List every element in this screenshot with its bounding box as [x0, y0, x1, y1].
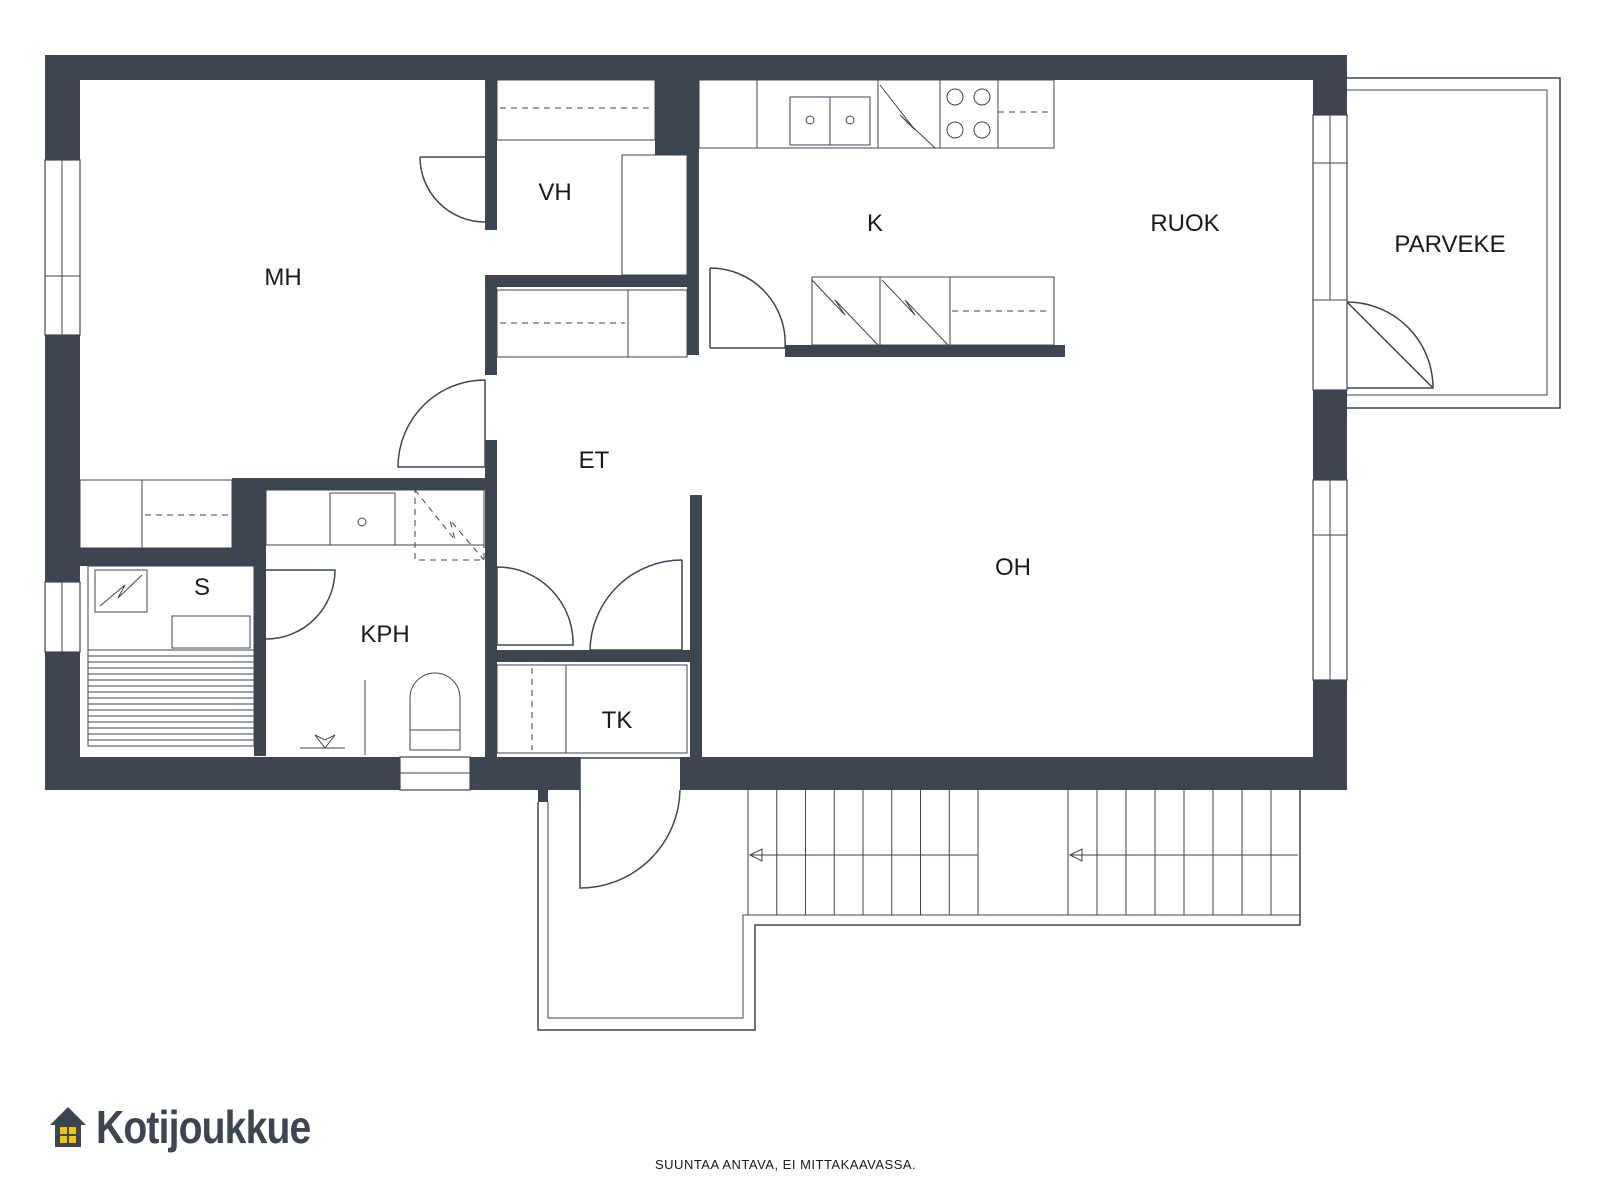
brand-logo: Kotijoukkue	[48, 1100, 348, 1154]
room-label-vh: VH	[538, 179, 571, 206]
room-labels: MH VH K RUOK PARVEKE ET OH S KPH TK	[194, 179, 1506, 734]
windows	[44, 114, 1348, 791]
room-label-kph: KPH	[360, 621, 409, 648]
room-label-et: ET	[579, 447, 610, 474]
house-icon	[50, 1107, 86, 1147]
interior-walls	[80, 55, 1065, 802]
room-label-s: S	[194, 574, 210, 601]
room-label-parveke: PARVEKE	[1394, 231, 1505, 258]
room-label-ruok: RUOK	[1150, 210, 1219, 237]
disclaimer-text: SUUNTAA ANTAVA, EI MITTAKAAVASSA.	[655, 1157, 917, 1172]
room-label-mh: MH	[264, 264, 301, 291]
stairs-terrace	[537, 787, 1301, 1031]
sauna-bench	[87, 649, 255, 747]
balcony	[1347, 77, 1561, 409]
room-label-tk: TK	[602, 707, 633, 734]
room-label-oh: OH	[995, 554, 1031, 581]
doors	[265, 156, 1434, 889]
fixtures	[79, 79, 1055, 755]
room-label-k: K	[867, 210, 883, 237]
brand-name: Kotijoukkue	[96, 1101, 311, 1153]
